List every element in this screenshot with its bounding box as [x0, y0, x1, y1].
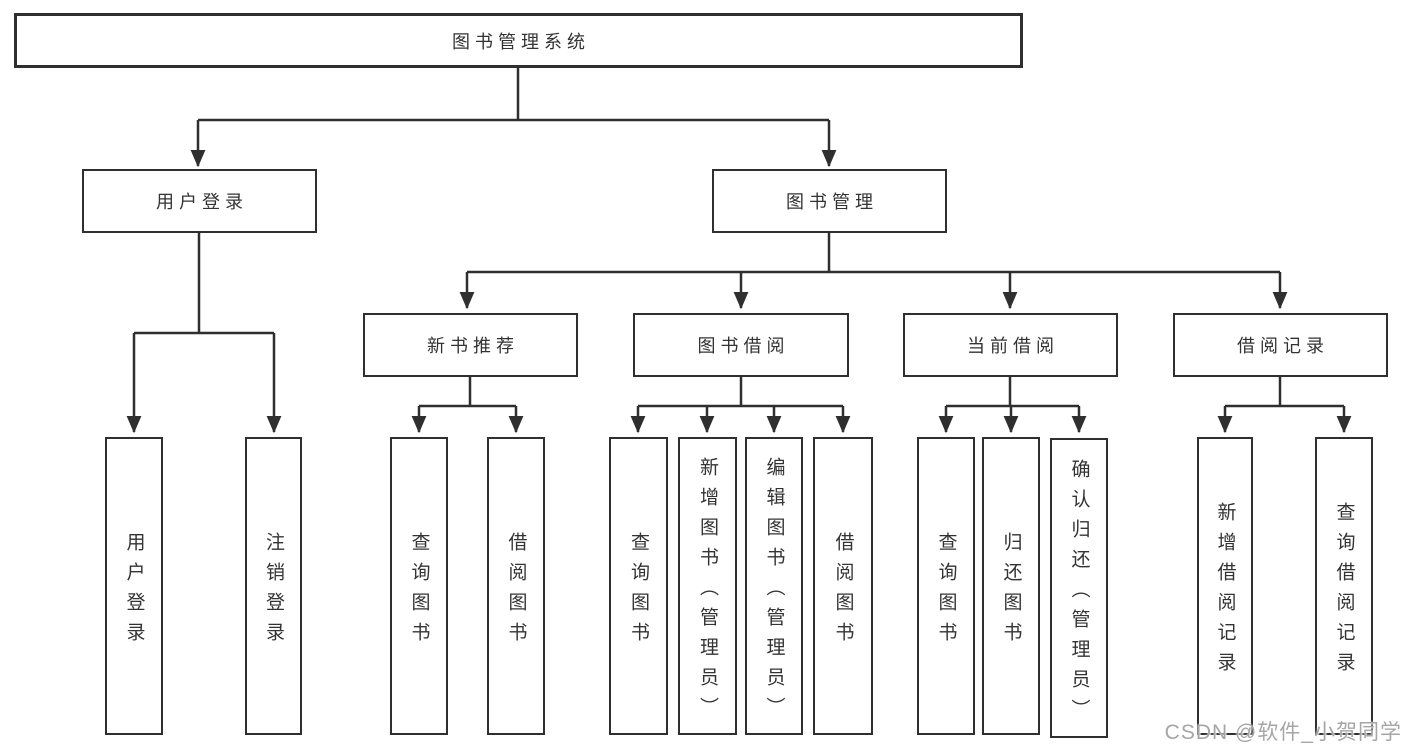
- node-current-borrowing: 当前借阅: [903, 313, 1118, 377]
- node-query-borrow-record: 查询借阅记录: [1315, 437, 1373, 735]
- node-book-borrowing: 图书借阅: [633, 313, 849, 377]
- node-logout-action: 注销登录: [245, 437, 302, 735]
- node-library-management-system: 图书管理系统: [14, 13, 1023, 68]
- node-new-book-recommendation: 新书推荐: [363, 313, 578, 377]
- node-borrow-books-1: 借阅图书: [487, 437, 545, 735]
- node-add-borrow-record: 新增借阅记录: [1197, 437, 1253, 735]
- node-user-login-action: 用户登录: [105, 437, 163, 735]
- node-add-books-admin: 新增图书（管理员）: [678, 437, 737, 735]
- watermark-text: CSDN @软件_小贺同学: [1164, 721, 1402, 744]
- node-query-books-3: 查询图书: [917, 437, 975, 735]
- node-query-books-1: 查询图书: [390, 437, 448, 735]
- node-edit-books-admin: 编辑图书（管理员）: [745, 437, 803, 735]
- node-borrowing-records: 借阅记录: [1173, 313, 1388, 377]
- node-borrow-books-2: 借阅图书: [813, 437, 873, 735]
- node-book-management: 图书管理: [712, 169, 947, 233]
- node-user-login: 用户登录: [82, 169, 317, 233]
- node-return-books: 归还图书: [982, 437, 1040, 735]
- node-query-books-2: 查询图书: [609, 437, 668, 735]
- node-confirm-return-admin: 确认归还（管理员）: [1050, 438, 1108, 738]
